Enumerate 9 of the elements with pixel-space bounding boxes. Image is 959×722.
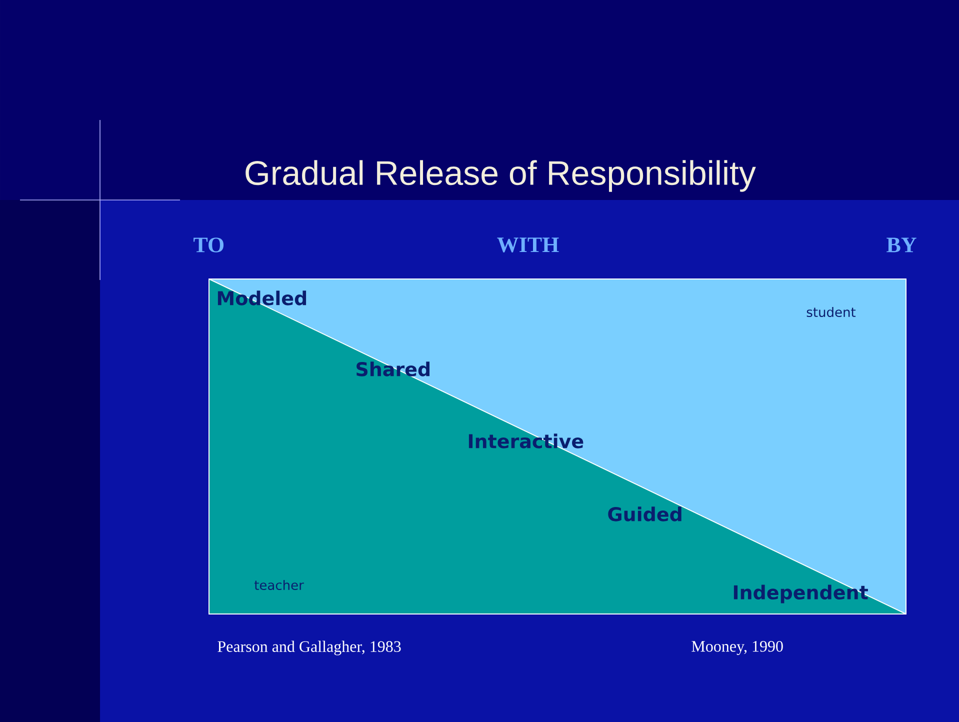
title: Gradual Release of Responsibility xyxy=(246,160,756,192)
citation: Pearson and Gallagher, 1983 xyxy=(218,640,401,656)
column-heading: TO xyxy=(194,238,224,252)
column-heading: BY xyxy=(886,238,916,252)
triangle-region: teacher xyxy=(254,580,304,590)
citation: Mooney, 1990 xyxy=(692,640,783,656)
column-heading: WITH xyxy=(497,238,559,252)
stage-label: Guided xyxy=(608,506,682,522)
stage-label: Independent xyxy=(734,584,868,604)
